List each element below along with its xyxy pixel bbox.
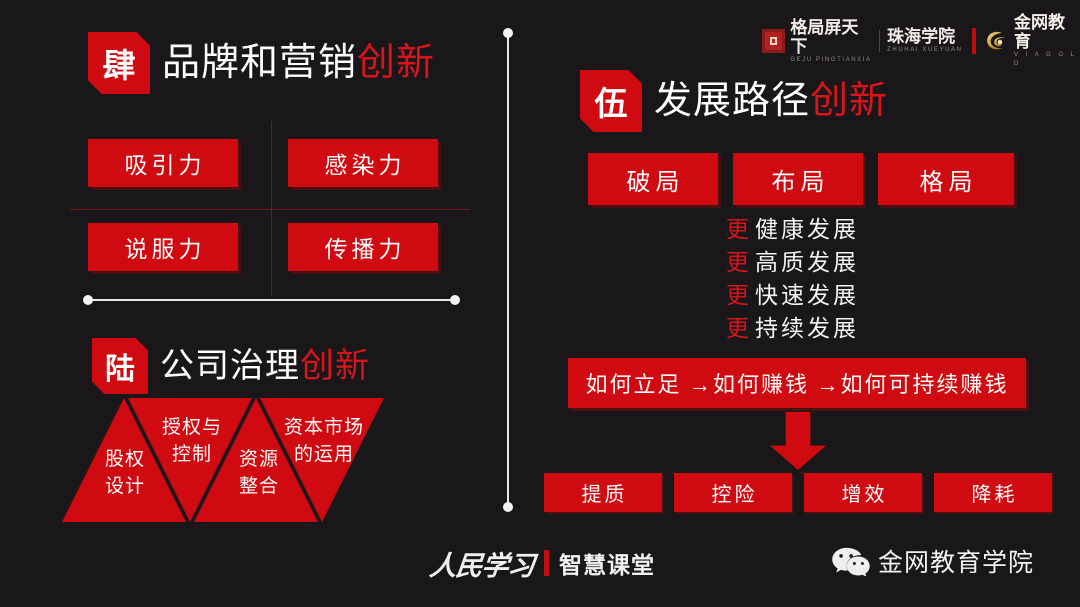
- footer-wechat: 金网教育学院: [832, 543, 1034, 579]
- footer-calligraphy: 人民学习: [428, 550, 536, 581]
- divider-dot-right: [450, 295, 460, 305]
- triangle-label-4-line-2: 的运用: [293, 444, 354, 465]
- section-4-badge: 肆: [88, 32, 150, 94]
- growth-list-item-4: 更 持续发展: [726, 313, 859, 343]
- triangle-label-1-line-2: 设计: [104, 476, 145, 497]
- result-box-3[interactable]: 增效: [804, 473, 922, 512]
- divider-dot-bottom: [503, 502, 513, 512]
- section-6-triangles: 股权 设计 授权与 控制 资源 整合 资本市场 的运用: [62, 398, 402, 526]
- vertical-divider: [503, 28, 513, 512]
- growth-list-item-2: 更 高质发展: [726, 247, 859, 277]
- footer-brand: 智慧课堂: [559, 552, 655, 578]
- growth-prefix-3: 更: [726, 282, 749, 308]
- section-5-title: 发展路径创新: [654, 82, 888, 120]
- down-arrow-icon: [770, 412, 826, 470]
- logo-viagold: 金网教育 V I A G O L D: [985, 13, 1080, 69]
- divider-dot-left: [83, 295, 93, 305]
- section-4-title-main: 品牌和营销: [162, 42, 358, 84]
- triangle-label-2: 授权与 控制: [134, 414, 250, 468]
- viagold-swirl-icon: [987, 31, 1006, 50]
- viagold-logo-en: V I A G O L D: [1014, 52, 1077, 67]
- section-4-quadrant: 吸引力 感染力 说服力 传播力: [70, 121, 470, 296]
- growth-prefix-2: 更: [726, 249, 749, 275]
- section-6-title-main: 公司治理: [160, 347, 300, 385]
- geju-seal-icon: [762, 29, 786, 53]
- section-5-heading: 伍 发展路径创新: [580, 70, 888, 132]
- logo-bar: 格局屏天下 GEJU PINGTIANXIA 珠海学院 ZHUHAI XUEYU…: [762, 13, 1080, 67]
- result-box-1[interactable]: 提质: [544, 473, 662, 512]
- section-4-heading: 肆 品牌和营销创新: [88, 32, 435, 94]
- section-4-title: 品牌和营销创新: [162, 44, 435, 82]
- quadrant-item-1[interactable]: 吸引力: [88, 139, 238, 187]
- quadrant-item-2[interactable]: 感染力: [288, 139, 438, 187]
- triangle-label-2-line-2: 控制: [171, 444, 212, 465]
- stage-box-2[interactable]: 布局: [733, 153, 863, 205]
- triangle-label-2-line-1: 授权与: [161, 417, 222, 438]
- growth-text-1: 健康发展: [755, 216, 859, 242]
- triangle-label-4: 资本市场 的运用: [262, 414, 386, 468]
- divider-dot-top: [503, 28, 513, 38]
- section-6-heading: 陆 公司治理创新: [92, 338, 370, 394]
- stage-box-3[interactable]: 格局: [878, 153, 1014, 205]
- quadrant-item-3[interactable]: 说服力: [88, 223, 238, 271]
- growth-text-4: 持续发展: [755, 315, 859, 341]
- section-5-title-main: 发展路径: [654, 80, 811, 122]
- result-box-2[interactable]: 控险: [674, 473, 792, 512]
- geju-logo-en: GEJU PINGTIANXIA: [790, 56, 872, 63]
- logo-zhuhai: 珠海学院 ZHUHAI XUEYUAN: [887, 27, 962, 55]
- section-5-title-highlight: 创新: [810, 80, 889, 122]
- footer-red-bar: [544, 550, 549, 576]
- horizontal-divider: [83, 295, 460, 305]
- zhuhai-logo-en: ZHUHAI XUEYUAN: [887, 47, 963, 53]
- growth-prefix-1: 更: [726, 216, 749, 242]
- growth-prefix-4: 更: [726, 315, 749, 341]
- growth-list: 更 健康发展 更 高质发展 更 快速发展 更 持续发展: [726, 214, 859, 346]
- wechat-icon: [832, 547, 870, 576]
- section-5-badge: 伍: [580, 70, 642, 132]
- quadrant-vertical-rule: [271, 121, 272, 296]
- triangle-label-1-line-1: 股权: [104, 449, 145, 470]
- wechat-account-name: 金网教育学院: [878, 549, 1035, 577]
- logo-geju: 格局屏天下 GEJU PINGTIANXIA: [762, 18, 872, 65]
- triangle-label-3: 资源 整合: [204, 446, 314, 500]
- triangle-label-4-line-1: 资本市场: [283, 417, 364, 438]
- path-banner[interactable]: 如何立足 →如何赚钱 →如何可持续赚钱: [568, 358, 1026, 408]
- quadrant-horizontal-rule: [70, 209, 470, 210]
- result-box-4[interactable]: 降耗: [934, 473, 1052, 512]
- growth-list-item-3: 更 快速发展: [726, 280, 859, 310]
- triangle-label-3-line-2: 整合: [238, 476, 279, 497]
- logo-red-bar: [971, 28, 977, 54]
- quadrant-item-4[interactable]: 传播力: [288, 223, 438, 271]
- section-6-title-highlight: 创新: [300, 347, 370, 385]
- triangle-label-1: 股权 设计: [70, 446, 180, 500]
- geju-logo-cn: 格局屏天下: [790, 17, 859, 56]
- triangle-label-3-line-1: 资源: [238, 449, 279, 470]
- growth-text-2: 高质发展: [755, 249, 859, 275]
- growth-text-3: 快速发展: [755, 282, 859, 308]
- logo-divider: [879, 30, 881, 52]
- section-6-badge: 陆: [92, 338, 148, 394]
- section-6-title: 公司治理创新: [160, 349, 370, 383]
- growth-list-item-1: 更 健康发展: [726, 214, 859, 244]
- section-4-title-highlight: 创新: [357, 42, 436, 84]
- footer-center: 人民学习 智慧课堂: [428, 545, 655, 581]
- zhuhai-logo-cn: 珠海学院: [887, 27, 956, 46]
- viagold-logo-cn: 金网教育: [1014, 13, 1065, 51]
- stage-box-1[interactable]: 破局: [588, 153, 718, 205]
